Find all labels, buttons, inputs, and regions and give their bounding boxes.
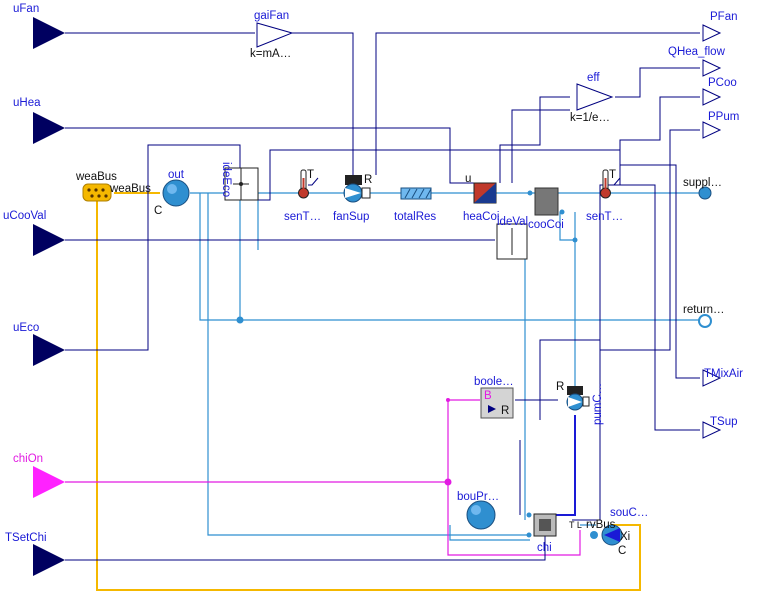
output-PFan[interactable]: [702, 24, 722, 42]
gaiFan-param: k=mA…: [250, 48, 291, 60]
eff-param: k=1/e…: [570, 112, 610, 124]
cooCoi-coil[interactable]: [527, 187, 565, 216]
chi-chiller[interactable]: [526, 512, 557, 538]
booToRea-R-label: R: [501, 405, 509, 417]
output-label-QHea_flow: QHea_flow: [668, 46, 726, 58]
heaCoi-u-label: u: [465, 173, 471, 185]
input-TSetChi[interactable]: [33, 544, 65, 576]
input-uHea[interactable]: [33, 112, 65, 144]
input-label-chiOn: chiOn: [13, 453, 43, 465]
input-label-uHea: uHea: [13, 97, 41, 109]
supply-port[interactable]: [698, 186, 712, 200]
input-uFan[interactable]: [33, 17, 65, 49]
output-label-PPum: PPum: [708, 111, 739, 123]
souCon-C-label: C: [618, 545, 626, 557]
output-label-PFan: PFan: [710, 11, 738, 23]
output-QHea_flow[interactable]: [702, 59, 722, 77]
input-chiOn[interactable]: [33, 466, 65, 498]
return-port[interactable]: [698, 314, 712, 328]
weaBus-title: weaBus: [75, 171, 117, 183]
totalRes-label: totalRes: [394, 211, 436, 223]
senTSup-T-label: T: [609, 169, 616, 181]
chilled-water-lines: [555, 415, 576, 516]
ideVal-valve[interactable]: [496, 223, 528, 260]
gaiFan-label: gaiFan: [254, 10, 289, 22]
out-label: out: [168, 169, 185, 181]
boolean-lines: [65, 399, 581, 556]
pumChiWat-pump[interactable]: [566, 386, 590, 411]
senTMix-sensor[interactable]: [298, 169, 319, 199]
output-label-TSup: TSup: [710, 416, 738, 428]
eff-label: eff: [587, 72, 600, 84]
weaBus-connector[interactable]: [82, 183, 112, 202]
output-PCoo[interactable]: [702, 88, 722, 106]
input-label-uCooVal: uCooVal: [3, 210, 46, 222]
heaCoi-label: heaCoi: [463, 211, 499, 223]
ideEco-block[interactable]: [224, 167, 259, 201]
out-c-label: C: [154, 205, 162, 217]
output-PPum[interactable]: [702, 121, 722, 139]
output-label-PCoo: PCoo: [708, 77, 737, 89]
input-label-uEco: uEco: [13, 322, 39, 334]
output-label-TMixAir: TMixAir: [704, 368, 743, 380]
heaCoi-heater[interactable]: [473, 182, 497, 204]
input-uCooVal[interactable]: [33, 224, 65, 256]
weaBus-conn-label: weaBus: [109, 183, 151, 195]
return-port-label: return…: [683, 304, 725, 316]
pumChiWat-label: pumC…: [592, 383, 604, 425]
cooCoi-label: cooCoi: [528, 219, 564, 231]
souCon-rBus-label: rvBus: [586, 519, 616, 531]
chi-label: chi: [537, 542, 552, 554]
senTMix-T-label: T: [307, 169, 314, 181]
chi-TL-label: T L: [569, 520, 582, 530]
souCon-label: souC…: [610, 507, 648, 519]
input-uEco[interactable]: [33, 334, 65, 366]
booToRea-label: boole…: [474, 376, 514, 388]
fanSup-fan[interactable]: [343, 175, 371, 203]
input-label-TSetChi: TSetChi: [5, 532, 47, 544]
fluid-lines: [190, 192, 700, 541]
output-TMixAir[interactable]: [702, 369, 722, 387]
signal-lines: [65, 32, 700, 561]
souCon-source[interactable]: [590, 524, 623, 546]
out-boundary[interactable]: [162, 179, 190, 207]
bouPre-boundary[interactable]: [466, 500, 496, 530]
fanSup-label: fanSup: [333, 211, 369, 223]
fanSup-R-label: R: [364, 174, 372, 186]
totalRes-resistance[interactable]: [400, 187, 432, 200]
junctions: [236, 237, 578, 486]
gaiFan-gain[interactable]: [256, 22, 294, 48]
senTMix-label: senT…: [284, 211, 321, 223]
input-label-uFan: uFan: [13, 3, 39, 15]
bouPre-label: bouPr…: [457, 491, 499, 503]
senTSup-label: senT…: [586, 211, 623, 223]
souCon-Xi-label: Xi: [620, 531, 630, 543]
eff-gain[interactable]: [576, 83, 614, 111]
weather-bus-lines: [96, 192, 641, 591]
supply-port-label: suppl…: [683, 177, 722, 189]
ideVal-label: ideVal: [497, 216, 528, 228]
booToRea-B-label: B: [484, 390, 492, 402]
ideEco-label: ideEco: [220, 162, 232, 197]
output-TSup[interactable]: [702, 421, 722, 439]
pumChiWat-R-label: R: [556, 381, 564, 393]
senTSup-sensor[interactable]: [600, 169, 621, 199]
booToRea-block[interactable]: [480, 387, 514, 419]
